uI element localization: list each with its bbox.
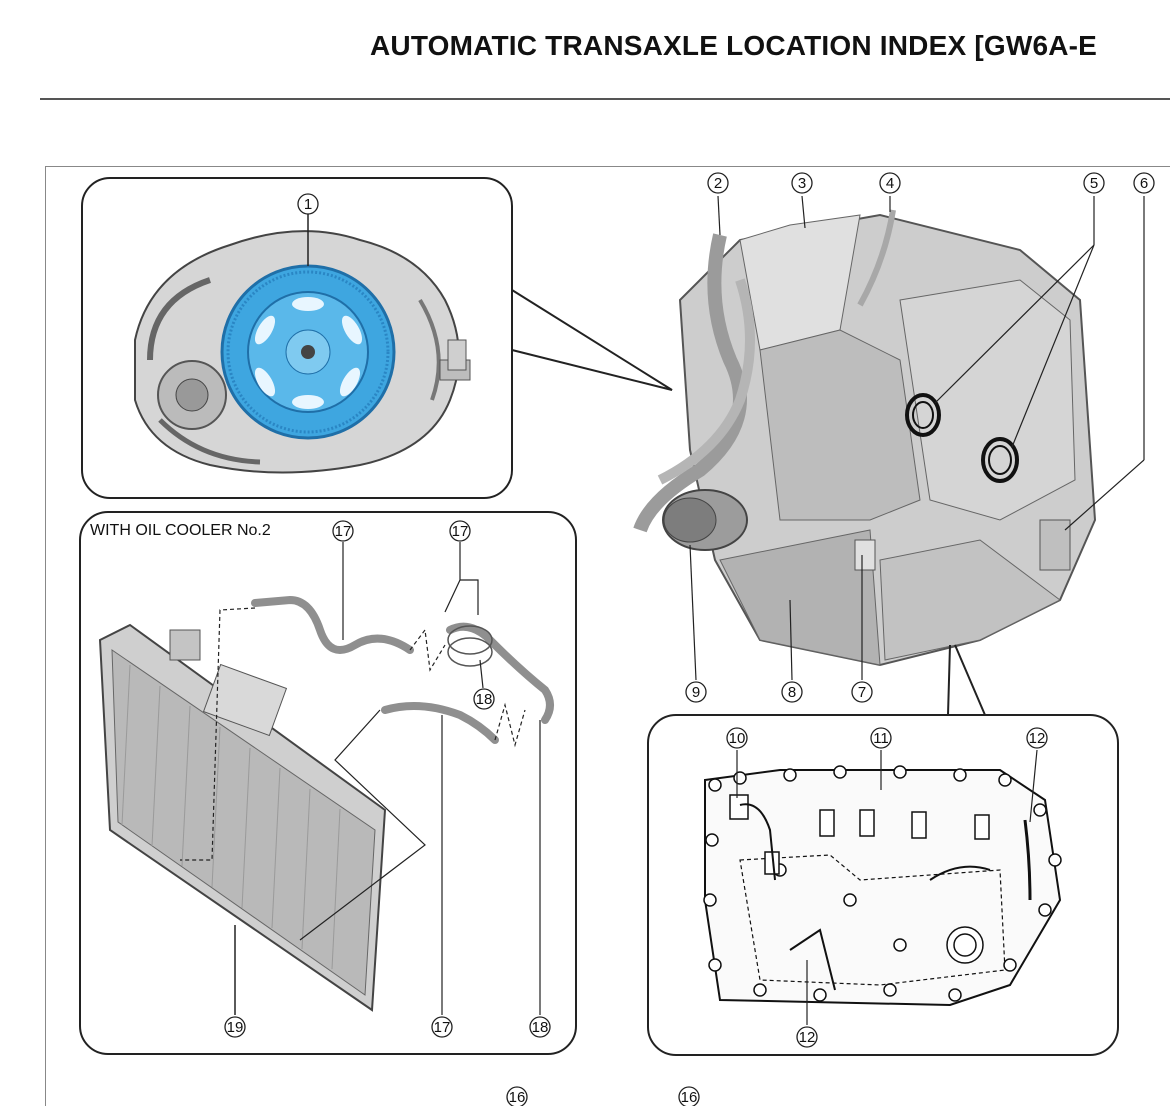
valve-body-inset <box>647 714 1119 1056</box>
figure-frame <box>45 166 1170 1106</box>
callout-19: 19 <box>227 1019 244 1036</box>
callout-6: 6 <box>1140 175 1148 192</box>
callout-18-bottom: 18 <box>532 1019 549 1036</box>
inset-label: WITH OIL COOLER No.2 <box>90 522 271 539</box>
connection-lines <box>180 607 526 861</box>
callout-11: 11 <box>873 730 889 747</box>
callout-17-bottom: 17 <box>434 1019 451 1036</box>
oil-cooler-inset <box>79 511 577 1055</box>
callout-5: 5 <box>1090 175 1098 192</box>
callout-2: 2 <box>714 175 722 192</box>
callout-9: 9 <box>692 684 700 701</box>
flywheel <box>220 264 396 440</box>
callout-1: 1 <box>304 196 312 213</box>
callout-18-top: 18 <box>476 691 493 708</box>
oil-seals <box>905 393 1019 483</box>
radiator <box>98 623 387 1015</box>
callout-4: 4 <box>886 175 894 192</box>
callout-12-bottom: 12 <box>799 1029 816 1046</box>
callout-8: 8 <box>788 684 796 701</box>
flywheel-inset <box>81 177 673 499</box>
callout-16-right: 16 <box>681 1089 698 1106</box>
callout-17-right: 17 <box>452 523 469 540</box>
callout-10: 10 <box>729 730 746 747</box>
callout-16-left: 16 <box>509 1089 526 1106</box>
callout-7: 7 <box>858 684 866 701</box>
transaxle-main <box>633 209 1097 716</box>
callout-17-left: 17 <box>335 523 352 540</box>
page-title: AUTOMATIC TRANSAXLE LOCATION INDEX [GW6A… <box>370 30 1098 61</box>
callout-12-top: 12 <box>1029 730 1046 747</box>
title-rule <box>40 98 1170 100</box>
oil-cooler-hoses <box>251 595 554 744</box>
callout-3: 3 <box>798 175 806 192</box>
